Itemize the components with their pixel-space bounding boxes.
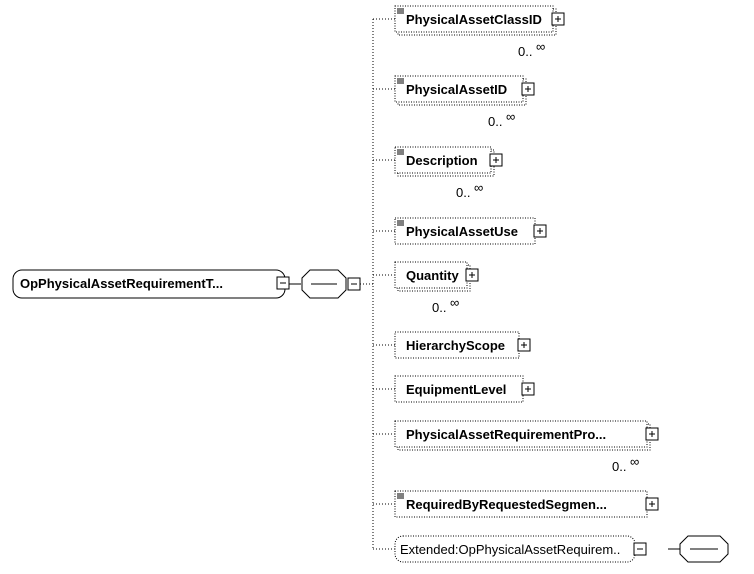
element-label: EquipmentLevel: [406, 382, 506, 397]
root-element[interactable]: OpPhysicalAssetRequirementT...: [12, 269, 286, 299]
element-label: PhysicalAssetID: [406, 82, 507, 97]
documentation-lines-icon: [397, 220, 404, 226]
element-box: [394, 535, 636, 563]
element-8[interactable]: PhysicalAssetRequirementPro... 0.. ∞: [373, 420, 659, 474]
element-box: [394, 331, 520, 359]
element-expand-button[interactable]: [517, 338, 531, 352]
cardinality-label: 0..: [456, 185, 470, 200]
element-2[interactable]: PhysicalAssetID 0.. ∞: [373, 75, 535, 129]
element-5[interactable]: Quantity 0.. ∞: [373, 261, 479, 315]
documentation-lines-icon: [397, 78, 404, 84]
element-label: PhysicalAssetRequirementPro...: [406, 427, 606, 442]
element-expand-button[interactable]: [533, 224, 547, 238]
element-expand-button[interactable]: [551, 12, 565, 26]
element-6[interactable]: HierarchyScope: [373, 331, 531, 359]
element-1[interactable]: PhysicalAssetClassID 0.. ∞: [373, 5, 565, 59]
documentation-lines-icon: [397, 149, 404, 155]
element-label: RequiredByRequestedSegmen...: [406, 497, 607, 512]
cardinality-label: 0..: [488, 114, 502, 129]
element-expand-button[interactable]: [521, 382, 535, 396]
element-expand-button[interactable]: [489, 153, 503, 167]
element-7[interactable]: EquipmentLevel: [373, 375, 535, 403]
element-label: HierarchyScope: [406, 338, 505, 353]
element-expand-button[interactable]: [645, 497, 659, 511]
infinity-symbol: ∞: [630, 454, 639, 469]
element-3[interactable]: Description 0.. ∞: [373, 146, 503, 200]
documentation-lines-icon: [397, 8, 404, 14]
element-label: Extended:OpPhysicalAssetRequirem..: [400, 542, 620, 557]
element-expand-button[interactable]: [465, 268, 479, 282]
cardinality-label: 0..: [612, 459, 626, 474]
root-element-label: OpPhysicalAssetRequirementT...: [20, 276, 223, 291]
element-label: PhysicalAssetUse: [406, 224, 518, 239]
sequence-compositor[interactable]: [301, 269, 347, 299]
root-collapse-button[interactable]: [276, 276, 290, 290]
element-label: PhysicalAssetClassID: [406, 12, 542, 27]
child-elements: PhysicalAssetClassID 0.. ∞ PhysicalAssetID 0…: [373, 5, 659, 563]
element-label: Quantity: [406, 268, 459, 283]
infinity-symbol: ∞: [450, 295, 459, 310]
sequence-collapse-button[interactable]: [347, 277, 361, 291]
infinity-symbol: ∞: [536, 39, 545, 54]
infinity-symbol: ∞: [474, 180, 483, 195]
element-label: Description: [406, 153, 478, 168]
element-9[interactable]: RequiredByRequestedSegmen...: [373, 490, 659, 518]
documentation-lines-icon: [397, 493, 404, 499]
extended-sequence-compositor[interactable]: [679, 535, 729, 563]
element-expand-button[interactable]: [645, 427, 659, 441]
element-box: [394, 375, 524, 403]
element-4[interactable]: PhysicalAssetUse: [373, 217, 547, 245]
element-box: [394, 75, 524, 103]
cardinality-label: 0..: [432, 300, 446, 315]
element-expand-button[interactable]: [521, 82, 535, 96]
element-box: [394, 146, 492, 174]
element-box: [394, 217, 536, 245]
infinity-symbol: ∞: [506, 109, 515, 124]
extended-collapse-button[interactable]: [633, 542, 647, 556]
element-10[interactable]: Extended:OpPhysicalAssetRequirem..: [373, 535, 647, 563]
cardinality-label: 0..: [518, 44, 532, 59]
